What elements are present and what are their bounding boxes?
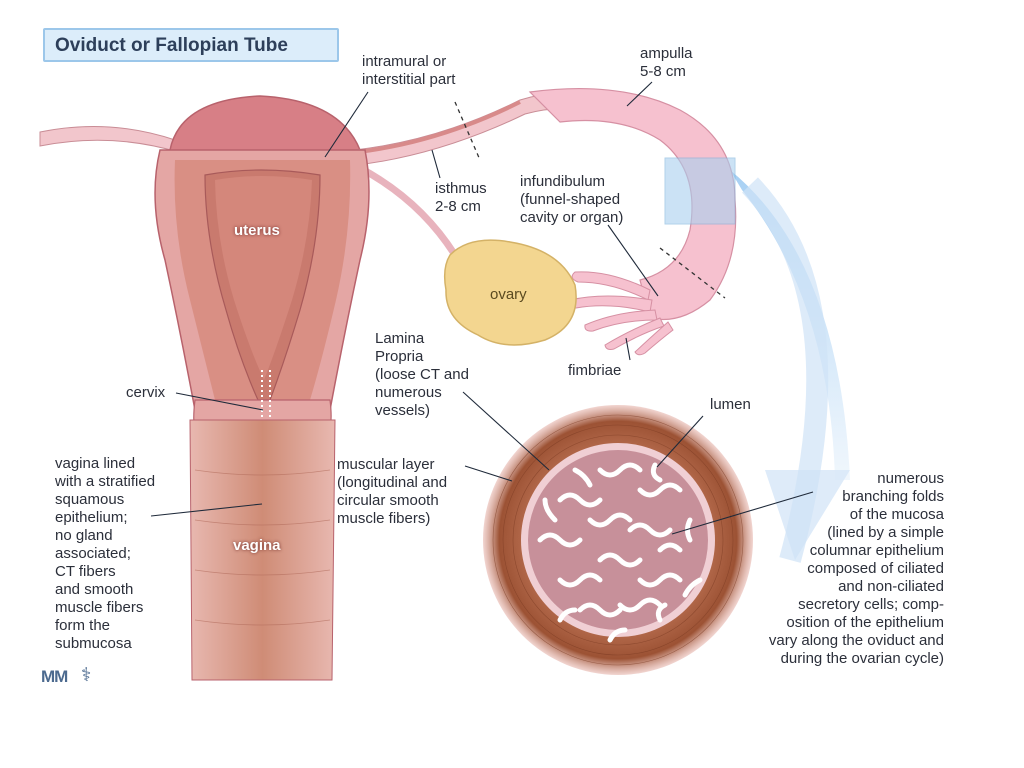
label-lamina-propria: Lamina Propria (loose CT and numerous ve… [375, 330, 469, 419]
caduceus-icon: ⚕ [81, 665, 92, 686]
label-uterus: uterus [234, 222, 280, 239]
fimbriae-shape [568, 271, 674, 356]
label-fimbriae: fimbriae [568, 362, 622, 379]
mucosal-folds [537, 462, 703, 643]
label-infundibulum: infundibulum (funnel-shaped cavity or or… [520, 173, 624, 226]
title-box: Oviduct or Fallopian Tube [43, 28, 339, 62]
vagina-shape [189, 419, 336, 681]
ampulla-tube [528, 87, 737, 321]
lumen-area [528, 450, 708, 630]
label-mucosal-folds: numerous branching folds of the mucosa (… [768, 470, 944, 667]
ovary-shape [443, 239, 577, 346]
logo-text: MM [41, 667, 68, 686]
label-vagina-description: vagina lined with a stratified squamous … [55, 455, 156, 652]
label-ovary: ovary [490, 286, 527, 303]
label-isthmus: isthmus 2-8 cm [435, 180, 487, 215]
label-intramural: intramural or interstitial part [362, 53, 456, 88]
section-arrow [730, 170, 850, 480]
left-tube [39, 126, 179, 153]
diagram-title: Oviduct or Fallopian Tube [55, 35, 288, 56]
label-ampulla: ampulla 5-8 cm [640, 45, 693, 80]
label-muscular-layer: muscular layer (longitudinal and circula… [337, 456, 448, 527]
label-cervix: cervix [126, 384, 166, 401]
label-vagina: vagina [233, 537, 281, 554]
label-lumen: lumen [710, 396, 751, 413]
